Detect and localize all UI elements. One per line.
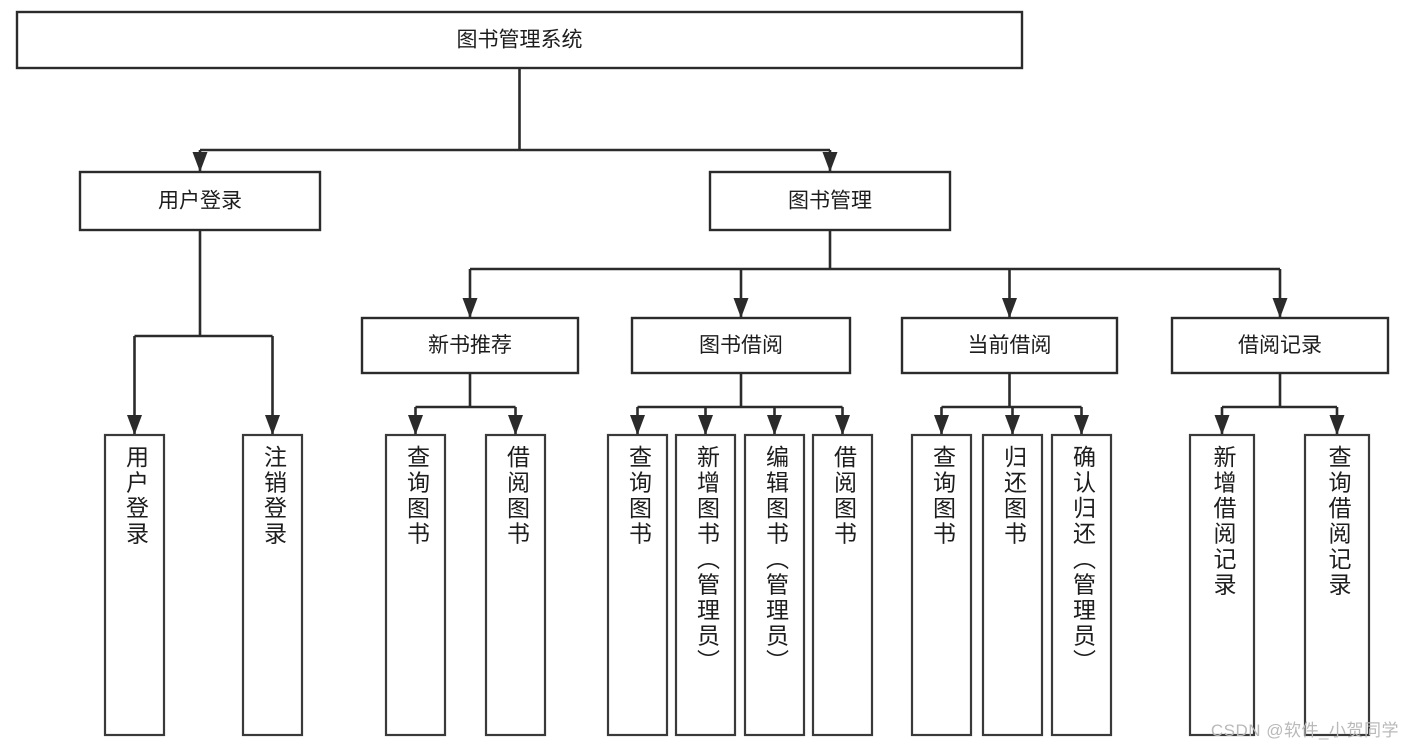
node-rect [1170, 316, 1390, 375]
node-rect [78, 170, 322, 232]
node-label: 图书管理 [788, 190, 872, 213]
arrow-head-icon [835, 415, 850, 435]
node-label: 借阅记录 [1238, 334, 1322, 357]
level2-node[interactable]: 图书管理 [708, 170, 952, 232]
node-rect [360, 316, 580, 375]
leaf-node[interactable] [743, 433, 806, 737]
node-label: 当前借阅 [968, 334, 1052, 357]
arrow-head-icon [1074, 415, 1089, 435]
arrow-head-icon [462, 298, 478, 318]
leaf-node[interactable] [103, 433, 166, 737]
node-label: 新书推荐 [428, 334, 512, 357]
arrow-head-icon [508, 415, 523, 435]
arrow-head-icon [822, 152, 838, 172]
arrow-head-icon [408, 415, 423, 435]
leaf-node[interactable] [981, 433, 1044, 737]
arrow-head-icon [934, 415, 949, 435]
node-rect [15, 10, 1024, 70]
node-label: 图书借阅 [699, 334, 783, 357]
arrow-head-icon [127, 415, 142, 435]
leaf-node[interactable] [1050, 433, 1113, 737]
arrow-head-icon [265, 415, 280, 435]
node-label: 图书管理系统 [457, 29, 583, 52]
arrow-head-icon [1329, 415, 1345, 435]
arrow-head-icon [1002, 298, 1017, 318]
level3-node[interactable]: 当前借阅 [900, 316, 1119, 375]
leaf-node[interactable] [811, 433, 874, 737]
node-rect [630, 316, 852, 375]
level2-node[interactable]: 用户登录 [78, 170, 322, 232]
arrow-head-icon [733, 298, 749, 318]
arrow-head-icon [1005, 415, 1020, 435]
leaf-node[interactable] [606, 433, 669, 737]
node-rect [900, 316, 1119, 375]
arrow-head-icon [1272, 298, 1288, 318]
arrow-head-icon [192, 152, 208, 172]
leaf-node[interactable] [674, 433, 737, 737]
node-label: 用户登录 [158, 190, 242, 213]
leaf-node[interactable] [384, 433, 447, 737]
arrow-head-icon [630, 415, 645, 435]
leaf-node[interactable] [484, 433, 547, 737]
node-rect [708, 170, 952, 232]
arrow-head-icon [698, 415, 713, 435]
arrow-head-icon [1214, 415, 1230, 435]
arrow-head-icon [767, 415, 782, 435]
leaf-node[interactable] [1303, 433, 1371, 737]
leaf-node[interactable] [241, 433, 304, 737]
leaf-node[interactable] [1188, 433, 1256, 737]
level3-node[interactable]: 新书推荐 [360, 316, 580, 375]
level3-node[interactable]: 借阅记录 [1170, 316, 1390, 375]
leaf-node[interactable] [910, 433, 973, 737]
level3-node[interactable]: 图书借阅 [630, 316, 852, 375]
root-node[interactable]: 图书管理系统 [15, 10, 1024, 70]
